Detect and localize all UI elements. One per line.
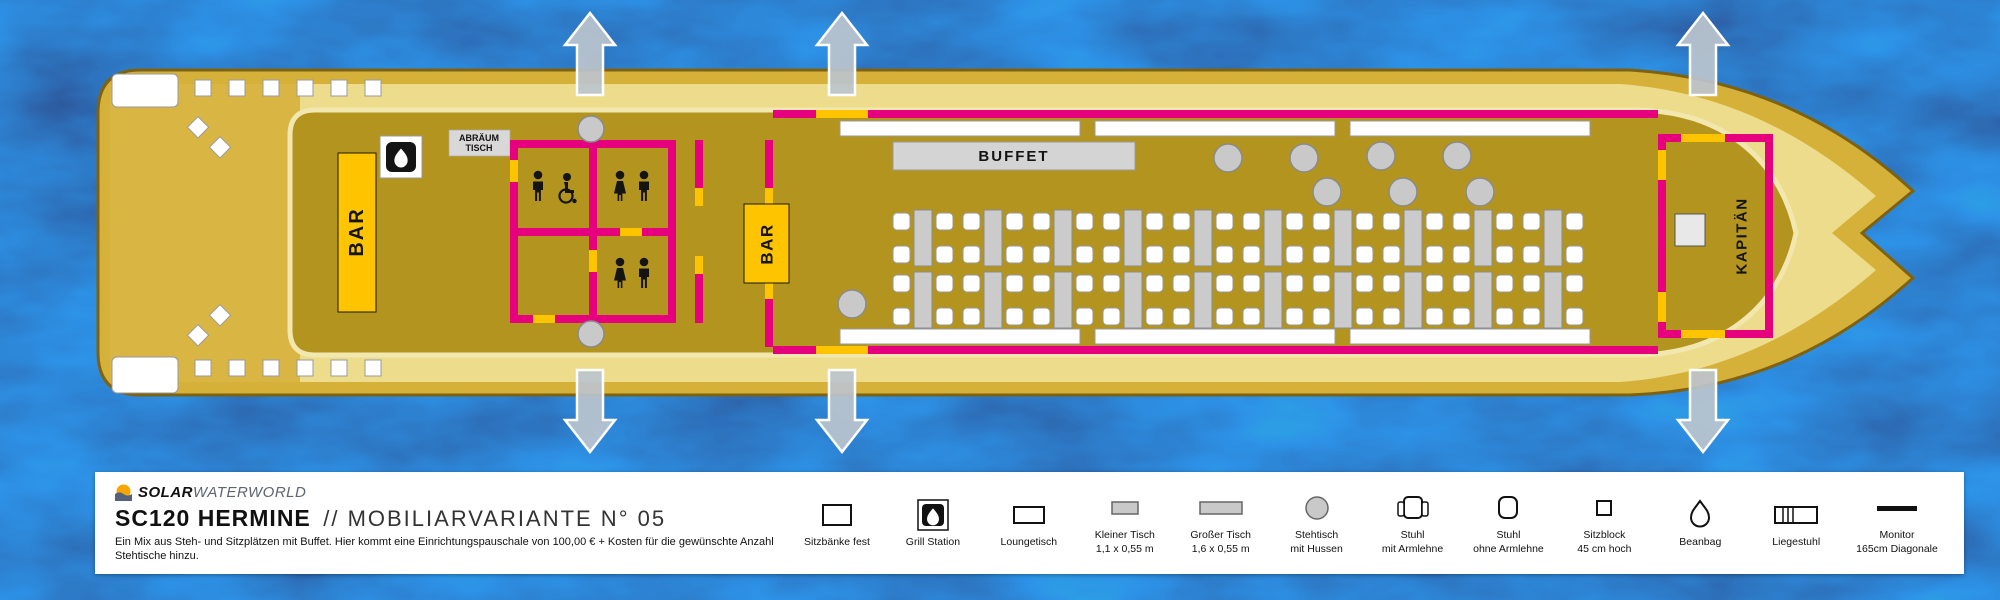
legend-item-loungetisch: Loungetisch [993,497,1065,550]
chair-armrest-icon [1396,495,1429,519]
buffet: BUFFET [892,141,1136,171]
brand-text: SOLARWATERWORLD [138,484,306,501]
variant-description: Ein Mix aus Steh- und Sitzplätzen mit Bu… [115,535,774,562]
grill-station-icon [917,498,949,531]
legend-item-label: Großer Tisch 1,6 x 0,55 m [1190,528,1252,555]
salon: BUFFET [773,110,1658,354]
legend-item-label: Loungetisch [1000,535,1058,548]
legend-items: Sitzbänke fest Grill Station Loungetisch [795,490,1964,556]
seat-block-icon [1596,499,1613,516]
boat-name: SC120 HERMINE [115,504,311,531]
legend-item-grill: Grill Station [897,497,969,550]
legend-item-label: Monitor 165cm Diagonale [1856,528,1938,555]
stern-deck [111,73,382,394]
legend-item-liegestuhl: Liegestuhl [1760,497,1832,550]
clearing-table: ABRÄUM TISCH [448,129,511,157]
fixed-benches [839,120,1591,345]
standing-table [577,115,605,143]
sun-lounger-icon [1774,505,1819,524]
stern-platform [111,356,179,394]
legend-item-sitzbaenke: Sitzbänke fest [801,497,873,550]
monitor-icon [1877,505,1917,511]
bar-left: BAR [337,152,377,313]
legend-item-monitor: Monitor 165cm Diagonale [1856,490,1938,556]
wc-area [510,115,703,348]
legend-item-stuhl-armlehne: Stuhl mit Armlehne [1377,490,1449,556]
bar-right-label: BAR [758,223,777,264]
legend-item-sitzblock: Sitzblock 45 cm hoch [1568,490,1640,556]
fixed-bench-icon [822,503,852,526]
lounge-table-icon [1012,505,1045,524]
clearing-table-label-line1: ABRÄUM [459,133,499,143]
bar-left-label: BAR [346,207,368,256]
brand-light: WATERWORLD [193,484,307,502]
captain-cabin: KAPITÄN [1658,134,1773,338]
beanbag-icon [1690,498,1711,528]
stern-platform [111,73,179,108]
legend-bar: SOLARWATERWORLD SC120 HERMINE // MOBILIA… [95,472,1964,574]
captain-label: KAPITÄN [1734,197,1751,274]
bar-right: BAR [743,140,790,347]
chair-no-armrest-icon [1498,495,1519,519]
seat-blocks [186,79,382,377]
legend-item-stuhl-ohne: Stuhl ohne Armlehne [1472,490,1544,556]
legend-item-label: Stuhl mit Armlehne [1381,528,1444,555]
brand: SOLARWATERWORLD [115,483,795,503]
standing-tables [837,141,1495,319]
page-title: SC120 HERMINE // MOBILIARVARIANTE N° 05 [115,505,795,532]
legend-header: SOLARWATERWORLD SC120 HERMINE // MOBILIA… [95,473,795,574]
legend-item-stehtisch: Stehtisch mit Hussen [1281,490,1353,556]
variant-name: // MOBILIARVARIANTE N° 05 [323,505,667,531]
brand-bold: SOLAR [138,484,193,502]
helm-console [1674,213,1706,247]
legend-item-label: Liegestuhl [1772,535,1821,548]
legend-item-label: Stuhl ohne Armlehne [1473,528,1544,555]
legend-item-label: Sitzbänke fest [804,535,870,548]
boat-deck-plan: BAR ABRÄUM TISCH [96,11,1916,454]
legend-item-label: Beanbag [1679,535,1722,548]
legend-item-beanbag: Beanbag [1664,497,1736,550]
buffet-label: BUFFET [978,148,1049,165]
large-table-icon [1198,501,1243,515]
solarwaterworld-logo-icon [115,484,132,502]
small-table-icon [1111,501,1139,515]
legend-item-label: Grill Station [905,535,961,548]
grill-station [379,135,423,179]
legend-item-label: Stehtisch mit Hussen [1290,528,1343,555]
legend-item-grosser-tisch: Großer Tisch 1,6 x 0,55 m [1185,490,1257,556]
legend-item-label: Sitzblock 45 cm hoch [1577,528,1632,555]
legend-item-kleiner-tisch: Kleiner Tisch 1,1 x 0,55 m [1089,490,1161,556]
clearing-table-label-line2: TISCH [466,143,493,153]
standing-table [577,320,605,348]
legend-item-label: Kleiner Tisch 1,1 x 0,55 m [1094,528,1155,555]
standing-table-icon [1304,496,1329,520]
